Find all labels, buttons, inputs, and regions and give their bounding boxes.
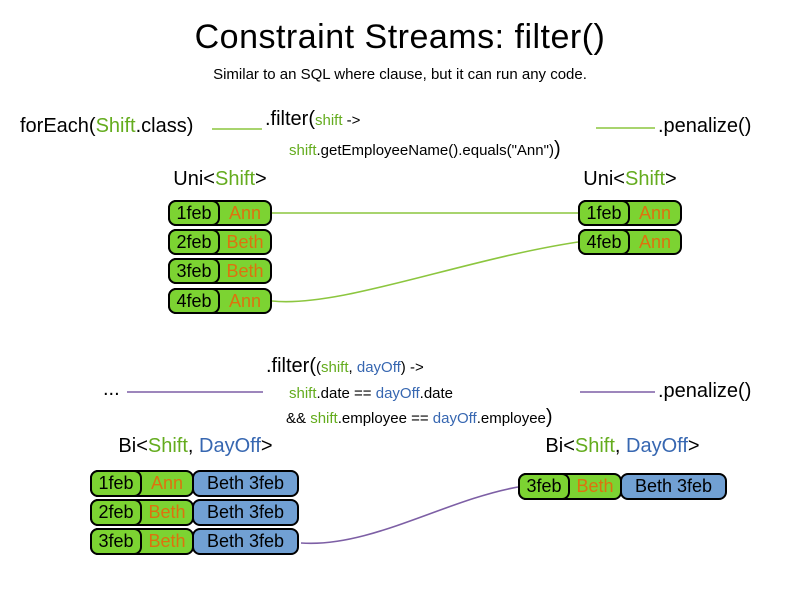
page-subtitle: Similar to an SQL where clause, but it c…	[213, 66, 587, 83]
shift-employee: Ann	[150, 473, 184, 493]
label-pre: Bi<	[118, 435, 148, 457]
filter-call-top: .filter(shift ->	[265, 108, 360, 131]
foreach-post: .class)	[135, 115, 194, 137]
op-eq: .employee ==	[337, 410, 433, 427]
var-dayoff: dayOff	[432, 410, 477, 427]
dayoff-part: Beth 3feb	[192, 528, 299, 555]
filter-method: .filter(	[265, 108, 315, 130]
filter-method: .filter(	[266, 355, 316, 377]
stream-label-bi-right: Bi<Shift, DayOff>	[518, 435, 727, 458]
member-date: .date	[419, 385, 454, 402]
shift-part: 3feb Beth	[518, 473, 622, 500]
filter-call-bottom: .filter((shift, dayOff) ->	[266, 355, 424, 378]
label-sep: ,	[614, 435, 627, 457]
shift-employee: Ann	[228, 290, 262, 311]
filter-body-rest: .getEmployeeName().equals("Ann")	[316, 142, 554, 159]
label-sep: ,	[187, 435, 200, 457]
shift-date: 2feb	[90, 499, 142, 526]
shift-date: 1feb	[90, 470, 142, 497]
label-pre: Uni<	[583, 168, 625, 190]
shift-part: 1feb Ann	[90, 470, 194, 497]
shift-employee: Ann	[638, 231, 672, 252]
dayoff-part: Beth 3feb	[192, 499, 299, 526]
shift-employee: Beth	[576, 476, 614, 496]
shift-date: 4feb	[578, 229, 630, 255]
filter-param2: dayOff	[356, 359, 401, 376]
filter-param1: shift	[321, 359, 349, 376]
filter-arrow: ->	[405, 359, 424, 376]
shift-date: 3feb	[168, 258, 220, 284]
shift-employee: Beth	[148, 502, 186, 522]
filter-comma: ,	[348, 359, 357, 376]
filter-arrow: ->	[342, 112, 361, 129]
filter-body-line3: && shift.employee == dayOff.employee)	[286, 406, 553, 429]
shift-date: 2feb	[168, 229, 220, 255]
filter-close-paren: )	[400, 359, 406, 376]
op-and: &&	[286, 410, 311, 427]
shift-date: 3feb	[518, 473, 570, 500]
shift-card: 3feb Beth	[168, 258, 272, 284]
stream-label-uni-right: Uni<Shift>	[578, 168, 682, 191]
stream-label-bi-left: Bi<Shift, DayOff>	[90, 435, 301, 458]
label-post: >	[665, 168, 677, 190]
shift-date: 3feb	[90, 528, 142, 555]
bi-card: 3feb Beth Beth 3feb	[90, 528, 299, 555]
shift-date: 1feb	[578, 200, 630, 226]
var-dayoff: dayOff	[375, 385, 420, 402]
shift-employee: Ann	[228, 202, 262, 223]
page-title: Constraint Streams: filter()	[194, 18, 606, 56]
label-pre: Bi<	[545, 435, 575, 457]
filter-close: )	[553, 138, 561, 160]
label-post: >	[687, 435, 700, 457]
shift-card: 4feb Ann	[168, 288, 272, 314]
filter-body-top: shift.getEmployeeName().equals("Ann"))	[289, 138, 561, 161]
bi-card: 2feb Beth Beth 3feb	[90, 499, 299, 526]
stream-label-uni-left: Uni<Shift>	[168, 168, 272, 191]
member-employee: .employee	[476, 410, 546, 427]
filter-param: shift	[315, 112, 343, 129]
var-shift: shift	[289, 385, 317, 402]
shift-card: 1feb Ann	[578, 200, 682, 226]
label-type2: DayOff	[626, 435, 688, 457]
shift-part: 3feb Beth	[90, 528, 194, 555]
shift-card: 4feb Ann	[578, 229, 682, 255]
filter-body-var: shift	[289, 142, 317, 159]
source-ellipsis: ...	[103, 378, 120, 400]
shift-card: 1feb Ann	[168, 200, 272, 226]
shift-employee: Beth	[148, 531, 186, 551]
foreach-call: forEach(Shift.class)	[20, 115, 193, 138]
op-eq: .date ==	[316, 385, 376, 402]
dayoff-part: Beth 3feb	[620, 473, 727, 500]
label-post: >	[260, 435, 273, 457]
line-shift-4feb	[271, 241, 579, 303]
shift-card: 2feb Beth	[168, 229, 272, 255]
bi-card: 1feb Ann Beth 3feb	[90, 470, 299, 497]
shift-date: 4feb	[168, 288, 220, 314]
label-type: Shift	[624, 168, 666, 190]
shift-employee: Beth	[226, 231, 264, 252]
line-bi-3feb	[300, 486, 519, 545]
label-type1: Shift	[147, 435, 188, 457]
filter-body-line2: shift.date == dayOff.date	[289, 385, 453, 402]
filter-open-paren: (	[316, 359, 321, 376]
label-pre: Uni<	[173, 168, 215, 190]
shift-part: 2feb Beth	[90, 499, 194, 526]
label-post: >	[255, 168, 267, 190]
foreach-class: Shift	[95, 115, 136, 137]
shift-employee: Ann	[638, 202, 672, 223]
label-type1: Shift	[574, 435, 615, 457]
penalize-call-bottom: .penalize()	[658, 380, 752, 402]
bi-card: 3feb Beth Beth 3feb	[518, 473, 727, 500]
label-type2: DayOff	[199, 435, 261, 457]
var-shift: shift	[310, 410, 338, 427]
filter-close: )	[545, 406, 553, 428]
penalize-call-top: .penalize()	[658, 115, 752, 137]
dayoff-part: Beth 3feb	[192, 470, 299, 497]
shift-date: 1feb	[168, 200, 220, 226]
label-type: Shift	[214, 168, 256, 190]
shift-employee: Beth	[226, 260, 264, 281]
foreach-pre: forEach(	[20, 115, 96, 137]
